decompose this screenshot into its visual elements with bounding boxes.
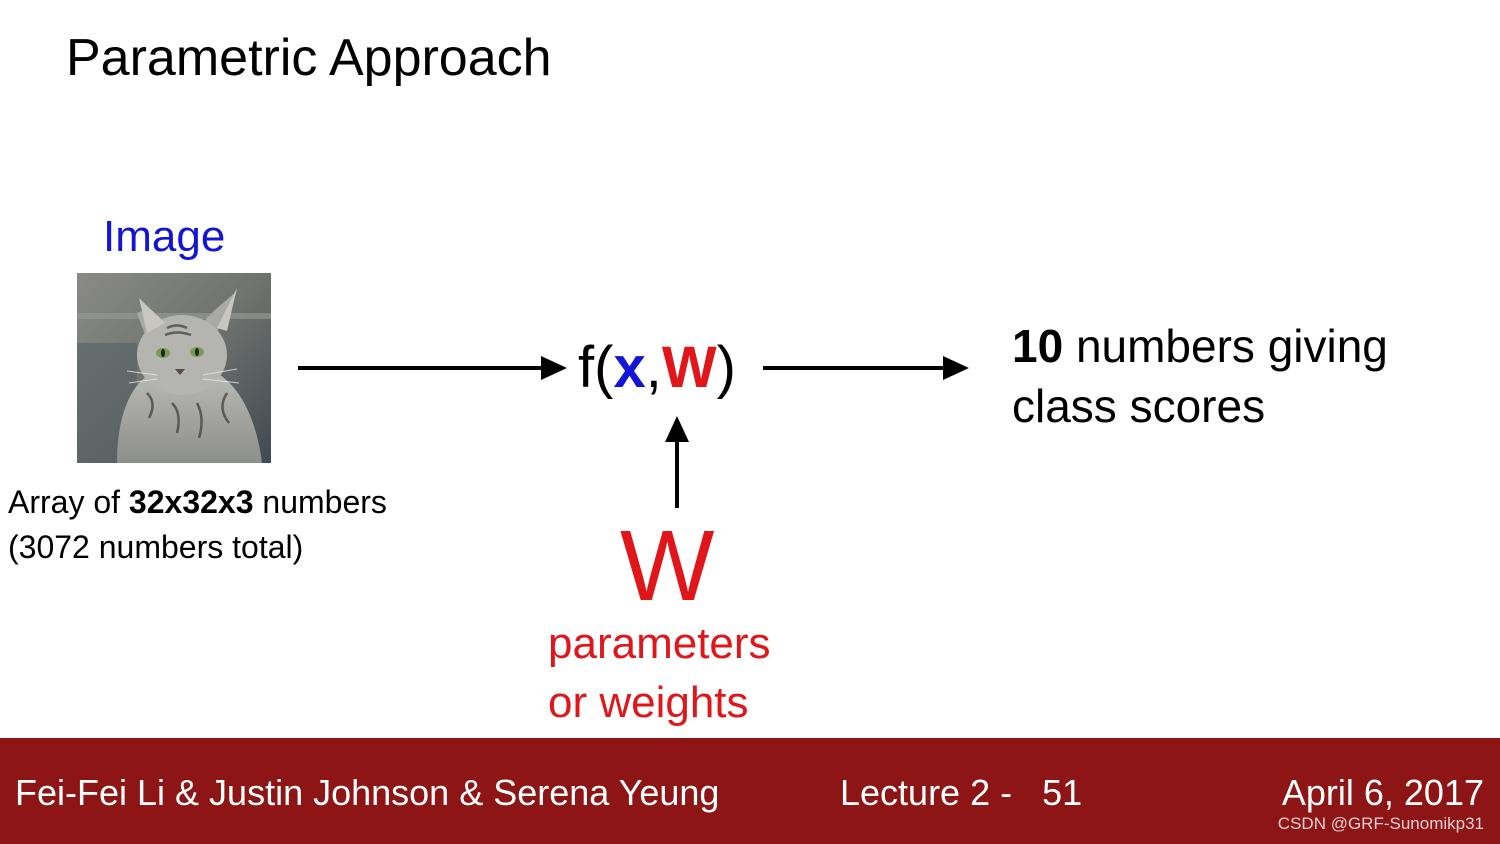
footer-date: April 6, 2017 — [1281, 772, 1484, 813]
array-caption-prefix: Array of — [8, 484, 129, 520]
output-line2: class scores — [1012, 380, 1266, 432]
output-count: 10 — [1012, 320, 1064, 372]
footer-authors: Fei-Fei Li & Justin Johnson & Serena Yeu… — [15, 772, 720, 813]
array-caption-total: (3072 numbers total) — [8, 529, 304, 565]
func-comma: , — [645, 335, 662, 400]
slide-title: Parametric Approach — [66, 29, 552, 87]
footer-lecture: Lecture 2 - 51 — [840, 772, 1083, 813]
footer-bar — [0, 738, 1500, 844]
weights-line2: or weights — [548, 678, 749, 727]
func-x: x — [613, 335, 646, 400]
array-caption: Array of 32x32x3 numbers (3072 numbers t… — [8, 480, 387, 570]
weights-symbol: W — [620, 510, 715, 622]
output-line1: numbers giving — [1063, 320, 1388, 372]
arrow-weights-to-function — [665, 416, 689, 508]
cat-photo — [77, 273, 271, 463]
func-w: W — [661, 335, 717, 400]
func-close: ) — [716, 335, 736, 400]
weights-line1: parameters — [548, 619, 771, 668]
weights-description: parameters or weights — [548, 614, 771, 732]
function-expression: f(x,W) — [578, 335, 736, 402]
array-dims: 32x32x3 — [128, 484, 254, 520]
array-caption-suffix: numbers — [253, 484, 387, 520]
func-open: f( — [578, 335, 614, 400]
watermark: CSDN @GRF-Sunomikp31 — [1277, 814, 1484, 833]
arrow-function-to-output — [763, 356, 969, 380]
arrows-layer — [298, 356, 969, 508]
output-description: 10 numbers giving class scores — [1012, 316, 1388, 436]
arrow-image-to-function — [298, 356, 567, 380]
image-label: Image — [103, 212, 226, 261]
